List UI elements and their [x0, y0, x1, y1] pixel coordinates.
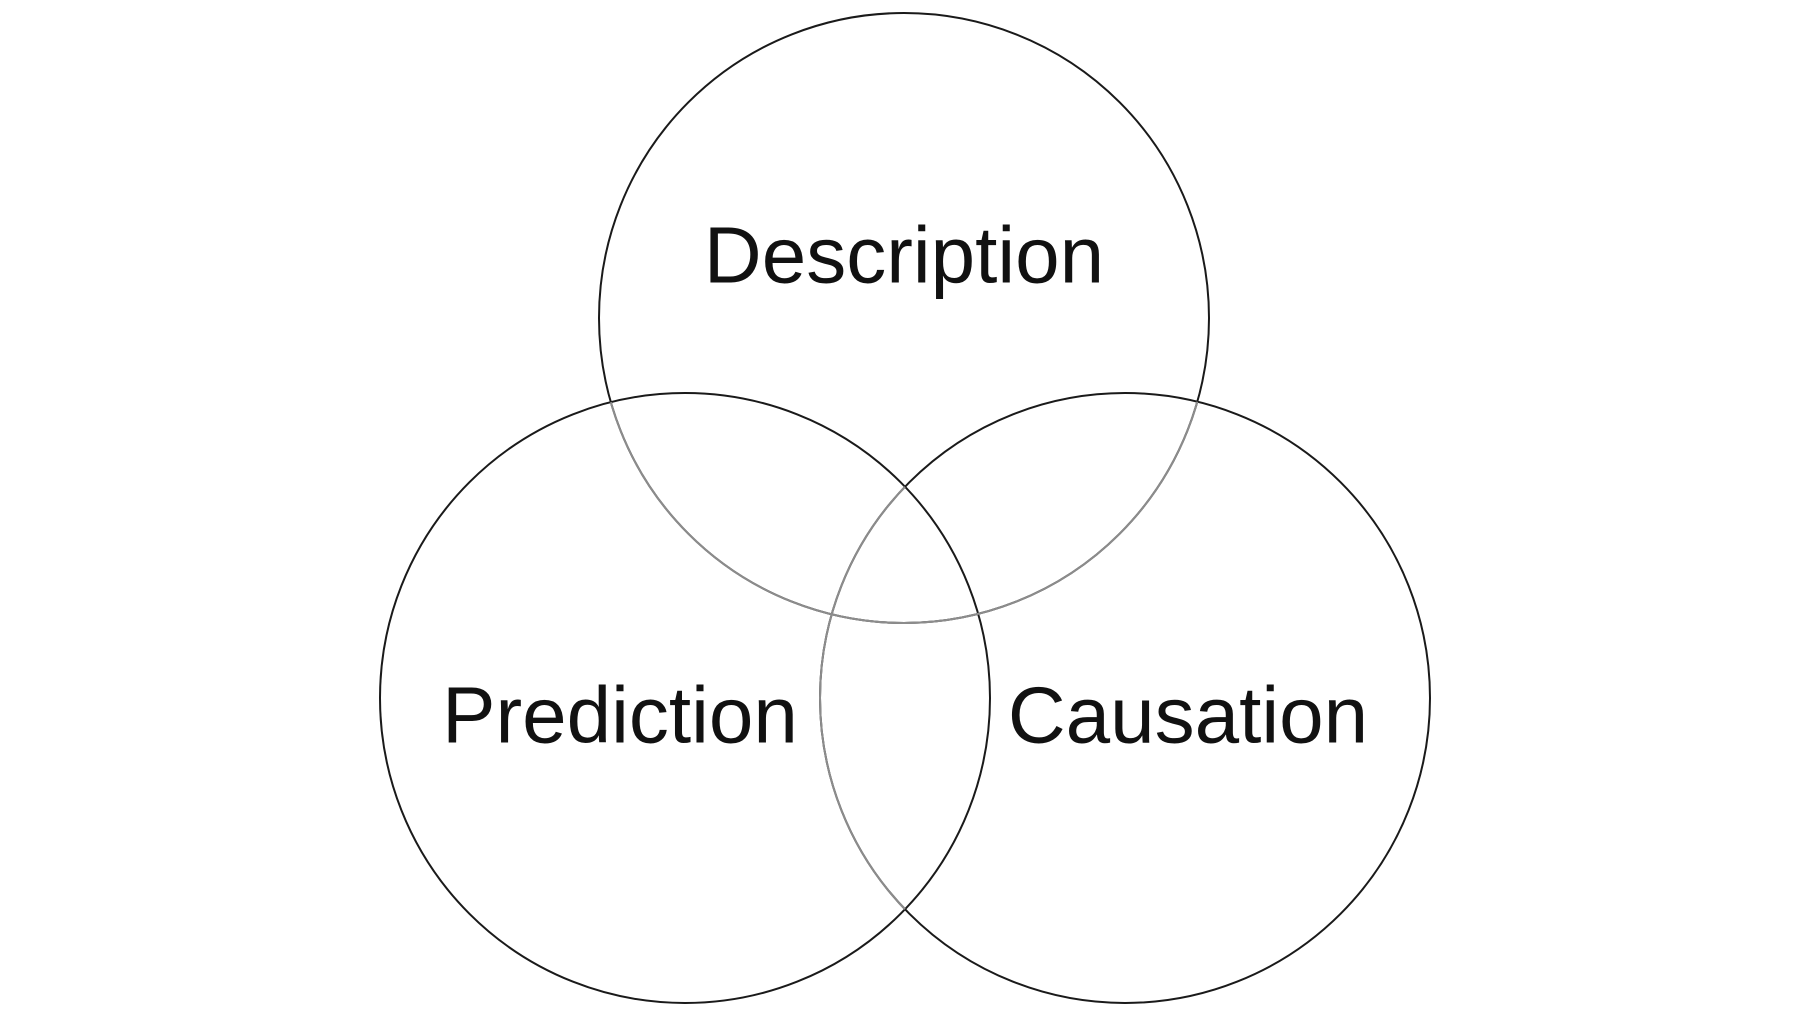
description-overlap-arcs — [598, 393, 990, 624]
prediction-circle — [379, 392, 991, 1004]
description-label: Description — [704, 211, 1104, 300]
causation-overlap-arcs — [819, 393, 990, 1003]
causation-label: Causation — [1008, 671, 1368, 760]
description-overlap-arcs-2 — [820, 393, 1210, 624]
prediction-label: Prediction — [442, 671, 798, 760]
description-circle — [598, 12, 1210, 624]
